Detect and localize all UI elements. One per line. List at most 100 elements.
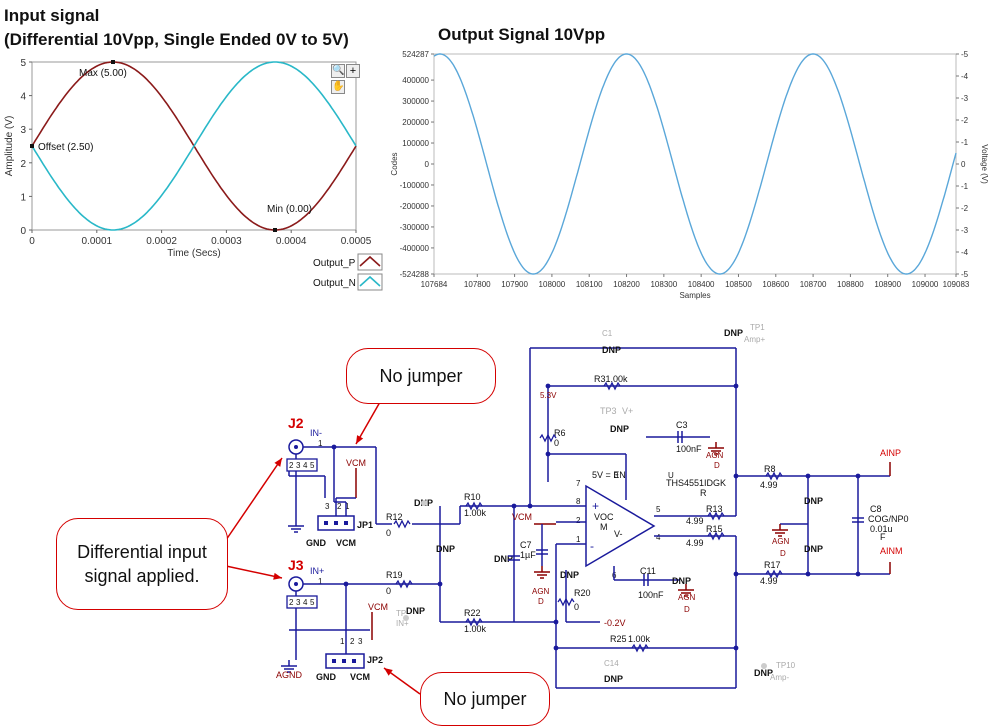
bnc-center	[294, 582, 298, 586]
schematic-label: 5.3V	[540, 391, 557, 400]
y-tick-label: 0	[20, 226, 26, 237]
x-tick-label: 108100	[576, 280, 603, 289]
schematic-label: JP2	[367, 655, 383, 665]
schematic-label: DNP	[602, 345, 621, 355]
schematic-label: C1	[602, 329, 613, 338]
y2-tick-label: -3	[961, 226, 969, 235]
y-tick-label: 400000	[402, 76, 429, 85]
resistor-symbol	[631, 643, 649, 653]
y-tick-label: -100000	[400, 181, 430, 190]
callout-no-jumper-top: No jumper	[346, 348, 496, 404]
legend-box	[357, 253, 383, 271]
schematic-label: DNP	[754, 668, 773, 678]
schematic-label: 5V = EN	[592, 470, 626, 480]
zoom-icon[interactable]: 🔍	[331, 64, 345, 78]
resistor-symbol	[539, 433, 557, 443]
x-tick-label: 108000	[539, 280, 566, 289]
plus-icon[interactable]: +	[346, 64, 360, 78]
x-tick-label: 0	[29, 236, 35, 247]
schematic-label: DNP	[804, 496, 823, 506]
y2-tick-label: -3	[961, 94, 969, 103]
schematic-label: R6	[554, 428, 566, 438]
schematic-label: DNP	[804, 544, 823, 554]
jumper-pin	[352, 659, 356, 663]
schematic-label: AGND	[276, 670, 303, 680]
min-marker	[273, 228, 277, 232]
schematic-label: 3	[358, 637, 363, 646]
schematic-label: GND	[316, 672, 337, 682]
x-axis-label: Time (Secs)	[167, 248, 221, 259]
callout-diff-line2: signal applied.	[84, 566, 200, 586]
pan-icon[interactable]: ✋	[331, 80, 345, 94]
jumper-pin	[342, 659, 346, 663]
schematic-label: R	[700, 488, 707, 498]
annotation-max: Max (5.00)	[79, 68, 127, 79]
y-tick-label: -524288	[400, 270, 430, 279]
schematic-label: Amp+	[744, 335, 765, 344]
schematic-label: 3	[296, 598, 301, 607]
legend-swatch-Output_N	[359, 275, 381, 287]
annotation-min: Min (0.00)	[267, 204, 312, 215]
schematic-label: IN-	[310, 428, 322, 438]
schematic-label: 2	[350, 637, 355, 646]
y2-tick-label: -2	[961, 204, 969, 213]
offset-marker	[30, 144, 34, 148]
junction	[733, 645, 739, 651]
schematic-label: -	[590, 539, 594, 553]
y-tick-label: 524287	[402, 50, 429, 59]
schematic-label: 4	[303, 461, 308, 470]
junction	[553, 619, 559, 625]
schematic-label: DNP	[610, 424, 629, 434]
output-title: Output Signal 10Vpp	[438, 25, 606, 44]
input-title-line1: Input signal	[4, 6, 100, 25]
arrow-no-jumper-top-head	[356, 435, 364, 444]
y-tick-label: 3	[20, 125, 26, 136]
schematic-label: R31.00k	[594, 374, 628, 384]
schematic-label: J2	[288, 415, 304, 431]
op-amp-symbol	[585, 484, 656, 568]
y2-tick-label: -1	[961, 182, 969, 191]
x-tick-label: 107800	[464, 280, 491, 289]
x-tick-label: 108700	[800, 280, 827, 289]
y-tick-label: 1	[20, 192, 26, 203]
x-tick-label: 0.0002	[146, 236, 177, 247]
junction	[855, 571, 861, 577]
y2-tick-label: -4	[961, 72, 969, 81]
legend-box	[357, 273, 383, 291]
schematic-label: 4.99	[760, 576, 778, 586]
schematic-label: 8	[576, 497, 581, 506]
schematic-label: 4.99	[686, 538, 704, 548]
schematic-label: 7	[576, 479, 581, 488]
arrow-to-j2-head	[274, 458, 282, 467]
schematic-label: 1.00k	[628, 634, 651, 644]
jumper-pin	[334, 521, 338, 525]
schematic-label: 1	[345, 502, 350, 511]
y2-axis-label: Voltage (V)	[980, 144, 988, 184]
legend-swatch-Output_P	[359, 255, 381, 267]
schematic-label: R8	[764, 464, 776, 474]
schematic-label: C3	[676, 420, 688, 430]
arrow-to-j2	[225, 457, 283, 541]
x-tick-label: 0.0001	[82, 236, 113, 247]
y-axis-label: Amplitude (V)	[4, 116, 15, 177]
junction	[545, 383, 551, 389]
x-axis-label: Samples	[679, 291, 710, 300]
schematic-label: JP1	[357, 520, 373, 530]
jumper-jp2	[325, 653, 365, 669]
y-tick-label: 300000	[402, 97, 429, 106]
schematic-label: 0	[554, 438, 559, 448]
arrow-no-jumper-bottom-head	[384, 668, 393, 676]
schematic-label: 0.01u	[870, 524, 893, 534]
max-marker	[111, 60, 115, 64]
schematic-label: AINM	[880, 546, 903, 556]
x-tick-label: 107900	[501, 280, 528, 289]
schematic-label: 4.99	[760, 480, 778, 490]
schematic-label: 100nF	[638, 590, 664, 600]
schematic-label: THS4551IDGK	[666, 478, 726, 488]
schematic-label: R22	[464, 608, 481, 618]
schematic-label: DNP	[494, 554, 513, 564]
callout-no-jumper-bottom: No jumper	[420, 672, 550, 726]
schematic-label: 1.00k	[464, 508, 487, 518]
schematic-label: 4.99	[686, 516, 704, 526]
schematic-label: IN+	[396, 619, 409, 628]
